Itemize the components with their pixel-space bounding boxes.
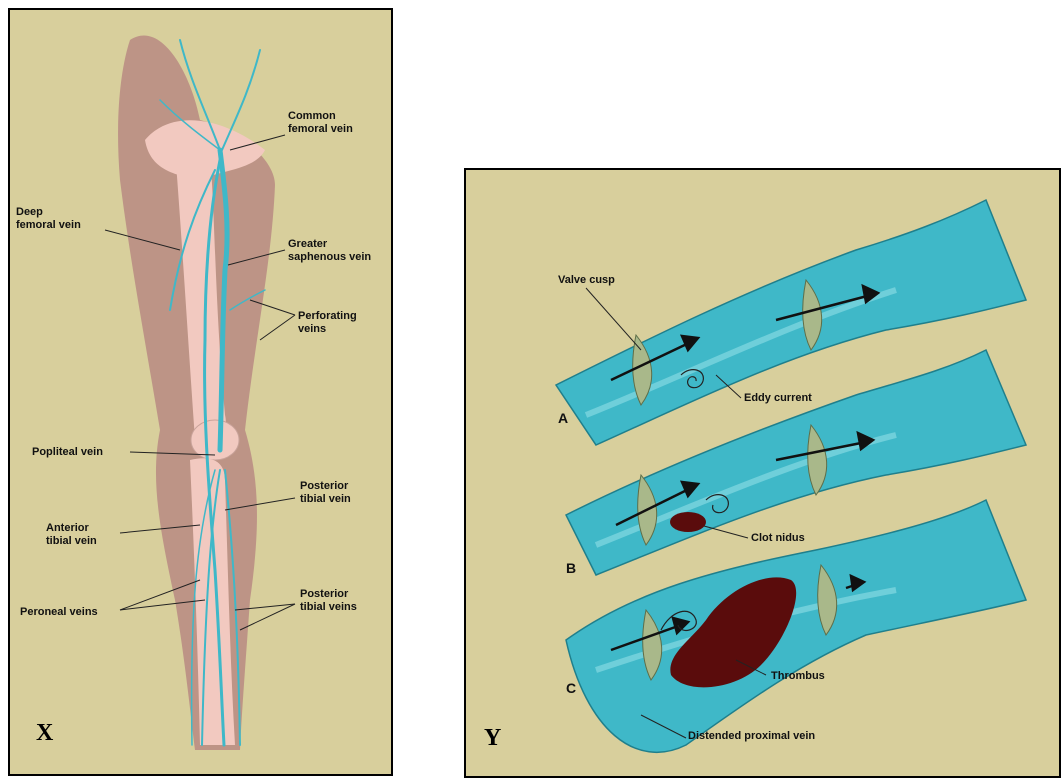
- label-peroneal-veins: Peroneal veins: [20, 606, 98, 619]
- label-popliteal-vein: Popliteal vein: [32, 446, 103, 459]
- panel-x-leg-veins: Common femoral vein Deep femoral vein Gr…: [8, 8, 393, 776]
- panel-letter-x: X: [36, 720, 53, 747]
- label-thrombus: Thrombus: [771, 670, 825, 683]
- panel-letter-y: Y: [484, 725, 501, 752]
- label-posterior-tibial-veins: Posterior tibial veins: [300, 588, 357, 614]
- stage-letter-a: A: [558, 410, 568, 426]
- label-distended-proximal-vein: Distended proximal vein: [688, 730, 815, 743]
- label-eddy-current: Eddy current: [744, 392, 812, 405]
- label-common-femoral-vein: Common femoral vein: [288, 110, 353, 136]
- label-deep-femoral-vein: Deep femoral vein: [16, 206, 81, 232]
- label-greater-saphenous-vein: Greater saphenous vein: [288, 238, 371, 264]
- panel-y-thrombus-formation: Valve cusp Eddy current Clot nidus Throm…: [464, 168, 1061, 778]
- label-anterior-tibial-vein: Anterior tibial vein: [46, 522, 97, 548]
- label-perforating-veins: Perforating veins: [298, 310, 357, 336]
- stage-letter-b: B: [566, 560, 576, 576]
- stage-letter-c: C: [566, 680, 576, 696]
- label-valve-cusp: Valve cusp: [558, 274, 615, 287]
- label-posterior-tibial-vein: Posterior tibial vein: [300, 480, 351, 506]
- vein-illustration: [466, 170, 1061, 778]
- clot-nidus-shape: [670, 512, 706, 532]
- label-clot-nidus: Clot nidus: [751, 532, 805, 545]
